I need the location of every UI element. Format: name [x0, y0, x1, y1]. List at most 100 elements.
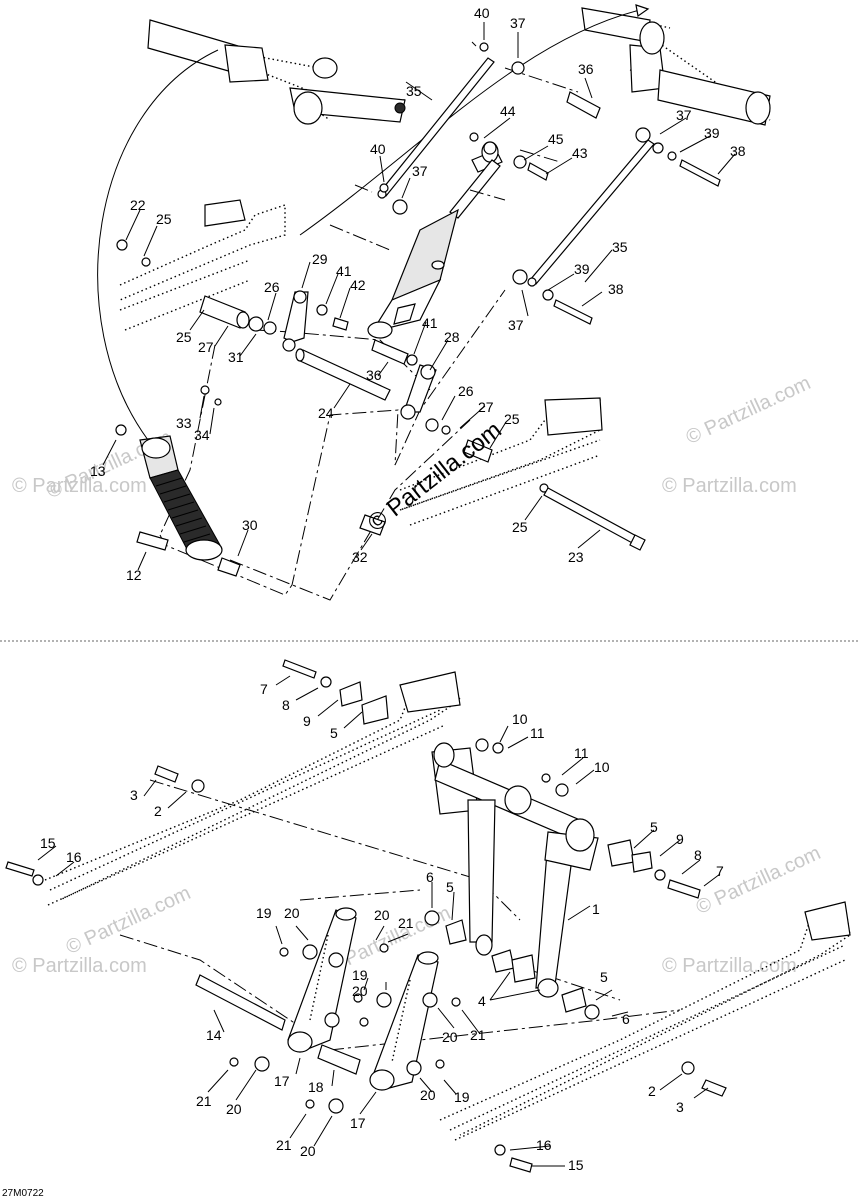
callout-label: 26 — [458, 383, 474, 399]
callout-label: 40 — [474, 5, 490, 21]
callout-label: 44 — [500, 103, 516, 119]
watermark-text: © Partzilla.com — [662, 955, 797, 977]
bushing-5-a — [339, 681, 363, 707]
callout-label: 15 — [568, 1157, 584, 1173]
callout-label: 1 — [592, 901, 600, 917]
callout-label: 6 — [622, 1011, 630, 1027]
frame-cross-tube-right — [581, 7, 771, 126]
spacer-27 — [199, 295, 246, 329]
callout-label: 37 — [510, 15, 526, 31]
routing-arrow-right — [299, 9, 641, 236]
spacer-18 — [317, 1044, 361, 1075]
watermark-text: © Partzilla.com — [662, 475, 797, 497]
callout-label: 34 — [194, 427, 210, 443]
reference-code: 27M0722 — [2, 1188, 44, 1199]
callout-label: 14 — [206, 1027, 222, 1043]
washer-6-left — [424, 910, 440, 926]
rail-right-upper — [399, 399, 601, 526]
bolt-7-lower — [667, 879, 701, 899]
shaft-14 — [195, 974, 286, 1031]
watermark-text: © Partzilla.com — [12, 955, 147, 977]
callout-label: 16 — [536, 1137, 552, 1153]
callout-label: 2 — [648, 1083, 656, 1099]
watermark-text: © Partzilla.com — [12, 475, 147, 497]
rail-right-lower — [439, 904, 851, 1141]
bushing-5-b — [361, 695, 389, 725]
callout-label: 41 — [422, 315, 438, 331]
front-arm — [431, 742, 599, 998]
upper-assembly — [97, 4, 771, 601]
background-watermarks: © Partzilla.com © Partzilla.com © Partzi… — [12, 372, 824, 979]
callout-label: 17 — [274, 1073, 290, 1089]
callout-label: 4 — [478, 993, 486, 1009]
spacer-36-lower — [371, 339, 409, 365]
bushing-9 — [631, 851, 653, 873]
bolt-38-upper — [679, 159, 721, 187]
callout-label: 28 — [444, 329, 460, 345]
link-plate-right — [369, 951, 439, 1091]
callout-label: 20 — [300, 1143, 316, 1159]
callout-label: 21 — [398, 915, 414, 931]
callout-label: 25 — [512, 519, 528, 535]
callout-label: 24 — [318, 405, 334, 421]
callout-label: 3 — [676, 1099, 684, 1115]
callout-label: 6 — [426, 869, 434, 885]
rocker-arm-28 — [400, 364, 437, 420]
callout-label: 27 — [198, 339, 214, 355]
rail-left-upper — [119, 204, 286, 331]
rail-left-lower — [44, 674, 461, 906]
callout-label: 11 — [530, 725, 545, 741]
callout-label: 20 — [420, 1087, 436, 1103]
washer-31 — [248, 316, 264, 332]
watermark-text: © Partzilla.com — [63, 882, 194, 959]
routing-arrow-left — [97, 49, 219, 441]
bolt-3-upper — [154, 765, 179, 783]
callout-label: 19 — [256, 905, 272, 921]
callout-label: 8 — [282, 697, 290, 713]
callout-label: 8 — [694, 847, 702, 863]
bolt-12 — [136, 531, 169, 551]
callout-label: 15 — [40, 835, 56, 851]
callout-label: 5 — [600, 969, 608, 985]
partzilla-watermark: © Partzilla.com — [363, 416, 507, 537]
callout-label: 20 — [374, 907, 390, 923]
callout-label: 33 — [176, 415, 192, 431]
bolt-7-upper — [282, 659, 317, 679]
callout-label: 25 — [176, 329, 192, 345]
callout-label: 39 — [574, 261, 590, 277]
callout-label: 3 — [130, 787, 138, 803]
callout-label: 37 — [508, 317, 524, 333]
callout-label: 18 — [308, 1079, 324, 1095]
callout-label: 20 — [284, 905, 300, 921]
spacer-25 — [463, 439, 493, 463]
bolt-43 — [527, 162, 549, 181]
link-plate-left — [287, 907, 357, 1053]
callout-label: 9 — [303, 713, 311, 729]
callout-label: 20 — [226, 1101, 242, 1117]
callout-label: 40 — [370, 141, 386, 157]
frame-cross-tube-left — [147, 19, 406, 125]
callout-label: 36 — [578, 61, 594, 77]
callout-label: 10 — [512, 711, 528, 727]
callout-label: 23 — [568, 549, 584, 565]
callout-label: 5 — [446, 879, 454, 895]
callout-label: 32 — [352, 549, 368, 565]
callout-label: 13 — [90, 463, 106, 479]
link-rod-upper — [379, 57, 495, 197]
callout-label: 37 — [676, 107, 692, 123]
callout-label: 21 — [196, 1093, 212, 1109]
callout-label: 27 — [478, 399, 494, 415]
callout-label: 5 — [650, 819, 658, 835]
rear-shock-absorber — [139, 435, 241, 577]
callout-label: 21 — [276, 1137, 292, 1153]
callout-label: 37 — [412, 163, 428, 179]
callout-label: 10 — [594, 759, 610, 775]
callout-label: 29 — [312, 251, 328, 267]
callout-label: 7 — [716, 863, 724, 879]
lower-assembly — [5, 659, 851, 1173]
watermark-text: © Partzilla.com — [683, 372, 814, 449]
callout-label: 45 — [548, 131, 564, 147]
callout-leader-lines — [37, 22, 736, 1167]
callout-label: 30 — [242, 517, 258, 533]
